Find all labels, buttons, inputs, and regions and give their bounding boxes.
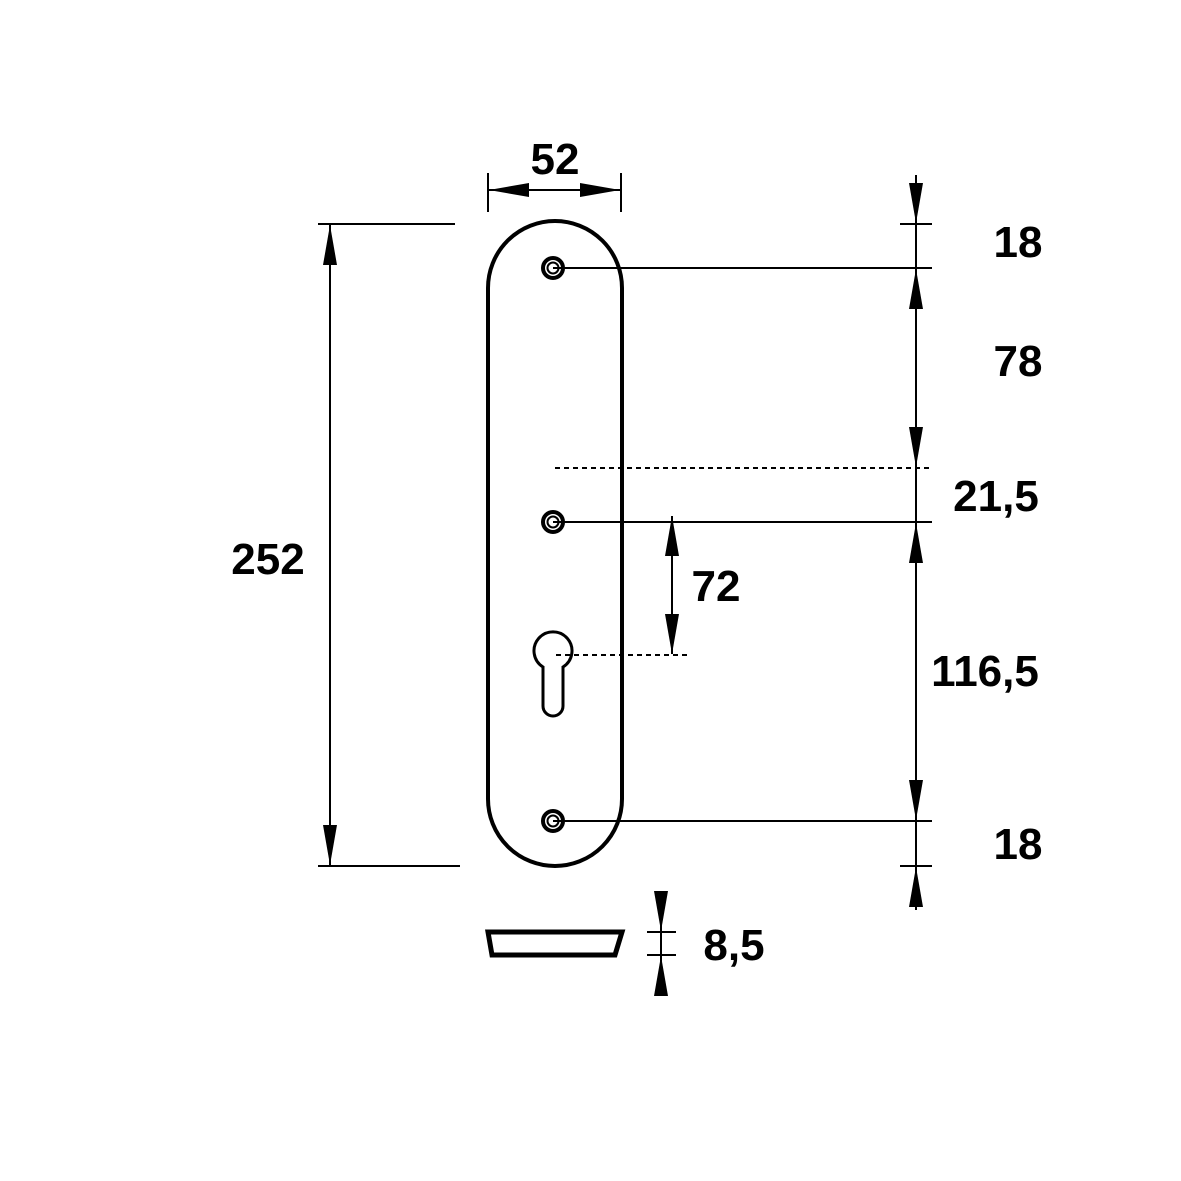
height-dimension — [318, 223, 460, 867]
lower-spacing-label: 116,5 — [931, 647, 1039, 696]
thickness-dimension — [647, 891, 676, 996]
width-label: 52 — [530, 135, 580, 184]
escutcheon-plate — [486, 219, 624, 868]
width-dimension — [487, 173, 622, 212]
top-margin-label: 18 — [993, 218, 1043, 267]
height-label: 252 — [231, 535, 305, 584]
bottom-margin-label: 18 — [993, 820, 1043, 869]
thickness-label: 8,5 — [703, 921, 765, 970]
screw-to-cylinder-label: 72 — [691, 562, 741, 611]
keyhole-cutout — [532, 630, 574, 718]
cylinder-distance-dimension — [556, 516, 688, 656]
center-offset-label: 21,5 — [953, 472, 1039, 521]
upper-spacing-label: 78 — [993, 337, 1043, 386]
plate-side-profile — [485, 929, 626, 958]
right-dimension-chain — [553, 175, 932, 910]
